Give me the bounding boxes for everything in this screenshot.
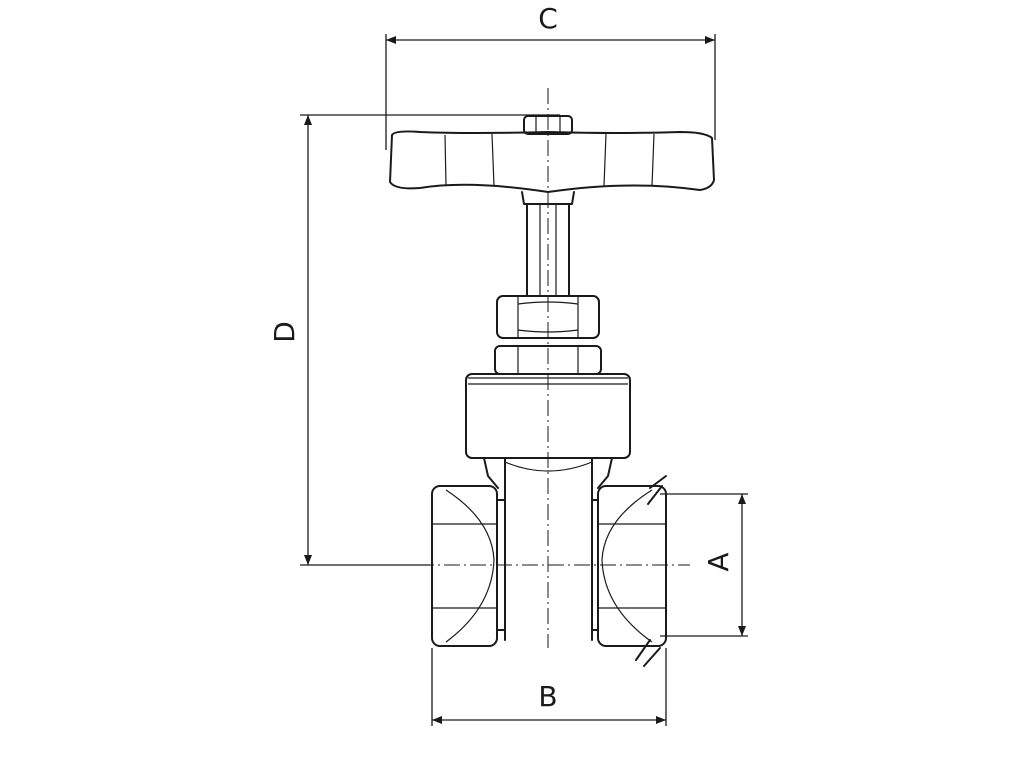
dimension-a: A [660, 493, 748, 637]
dimension-d: D [268, 114, 560, 566]
dimension-c: C [385, 2, 716, 150]
dimension-label-b: B [538, 680, 557, 713]
left-hex-end [431, 485, 506, 647]
body-neck [483, 457, 613, 641]
dimension-label-a: A [702, 552, 735, 571]
right-hex-end [591, 475, 667, 667]
dimension-label-c: C [538, 2, 558, 35]
dimension-label-d: D [268, 321, 301, 343]
dimension-b: B [431, 648, 667, 726]
handwheel [389, 115, 715, 193]
